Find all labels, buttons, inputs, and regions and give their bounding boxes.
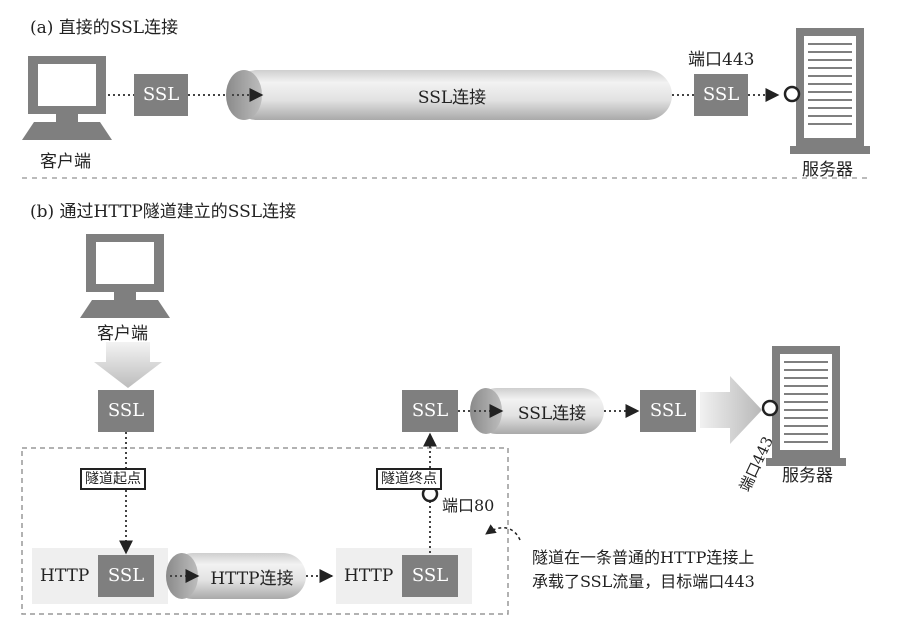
http-connection-pipe <box>166 553 306 599</box>
computer-icon <box>22 56 112 140</box>
note-line-1: 隧道在一条普通的HTTP连接上 <box>532 548 755 567</box>
port-circle-icon <box>761 399 779 417</box>
panel-a-title: (a) 直接的SSL连接 <box>30 18 179 38</box>
http-label-right: HTTP <box>344 566 394 586</box>
client-label: 客户端 <box>40 152 91 172</box>
computer-icon <box>80 234 170 318</box>
ssl-box-left: SSL <box>98 555 154 597</box>
ssl-box-client: SSL <box>98 390 154 432</box>
port-circle-icon <box>783 85 801 103</box>
ssl-box-near-server: SSL <box>640 390 696 432</box>
ssl-box-server: SSL <box>694 74 748 116</box>
ssl-box-right: SSL <box>402 555 458 597</box>
server-icon <box>790 28 870 154</box>
note-line-2: 承载了SSL流量，目标端口443 <box>532 572 755 591</box>
arrow-icon <box>700 376 762 444</box>
port-443-label: 端口443 <box>688 50 755 70</box>
client-label: 客户端 <box>97 324 148 344</box>
server-icon <box>766 346 846 466</box>
ssl-connection-label: SSL连接 <box>517 403 587 424</box>
ssl-box-upper: SSL <box>402 390 458 432</box>
arrow-icon <box>94 342 162 388</box>
note-arrow <box>485 524 521 541</box>
http-connection-label: HTTP连接 <box>210 568 294 589</box>
ssl-connection-label: SSL连接 <box>417 87 487 108</box>
tunnel-end-label: 隧道终点 <box>376 468 442 490</box>
ssl-connection-pipe <box>226 70 672 120</box>
http-label-left: HTTP <box>40 566 90 586</box>
port-80-label: 端口80 <box>442 496 495 515</box>
tunnel-start-label: 隧道起点 <box>80 468 146 490</box>
server-label: 服务器 <box>782 466 833 486</box>
ssl-box-client: SSL <box>134 74 188 116</box>
server-label: 服务器 <box>802 160 853 180</box>
ssl-connection-pipe <box>470 388 604 434</box>
panel-b-title: (b) 通过HTTP隧道建立的SSL连接 <box>30 202 297 222</box>
